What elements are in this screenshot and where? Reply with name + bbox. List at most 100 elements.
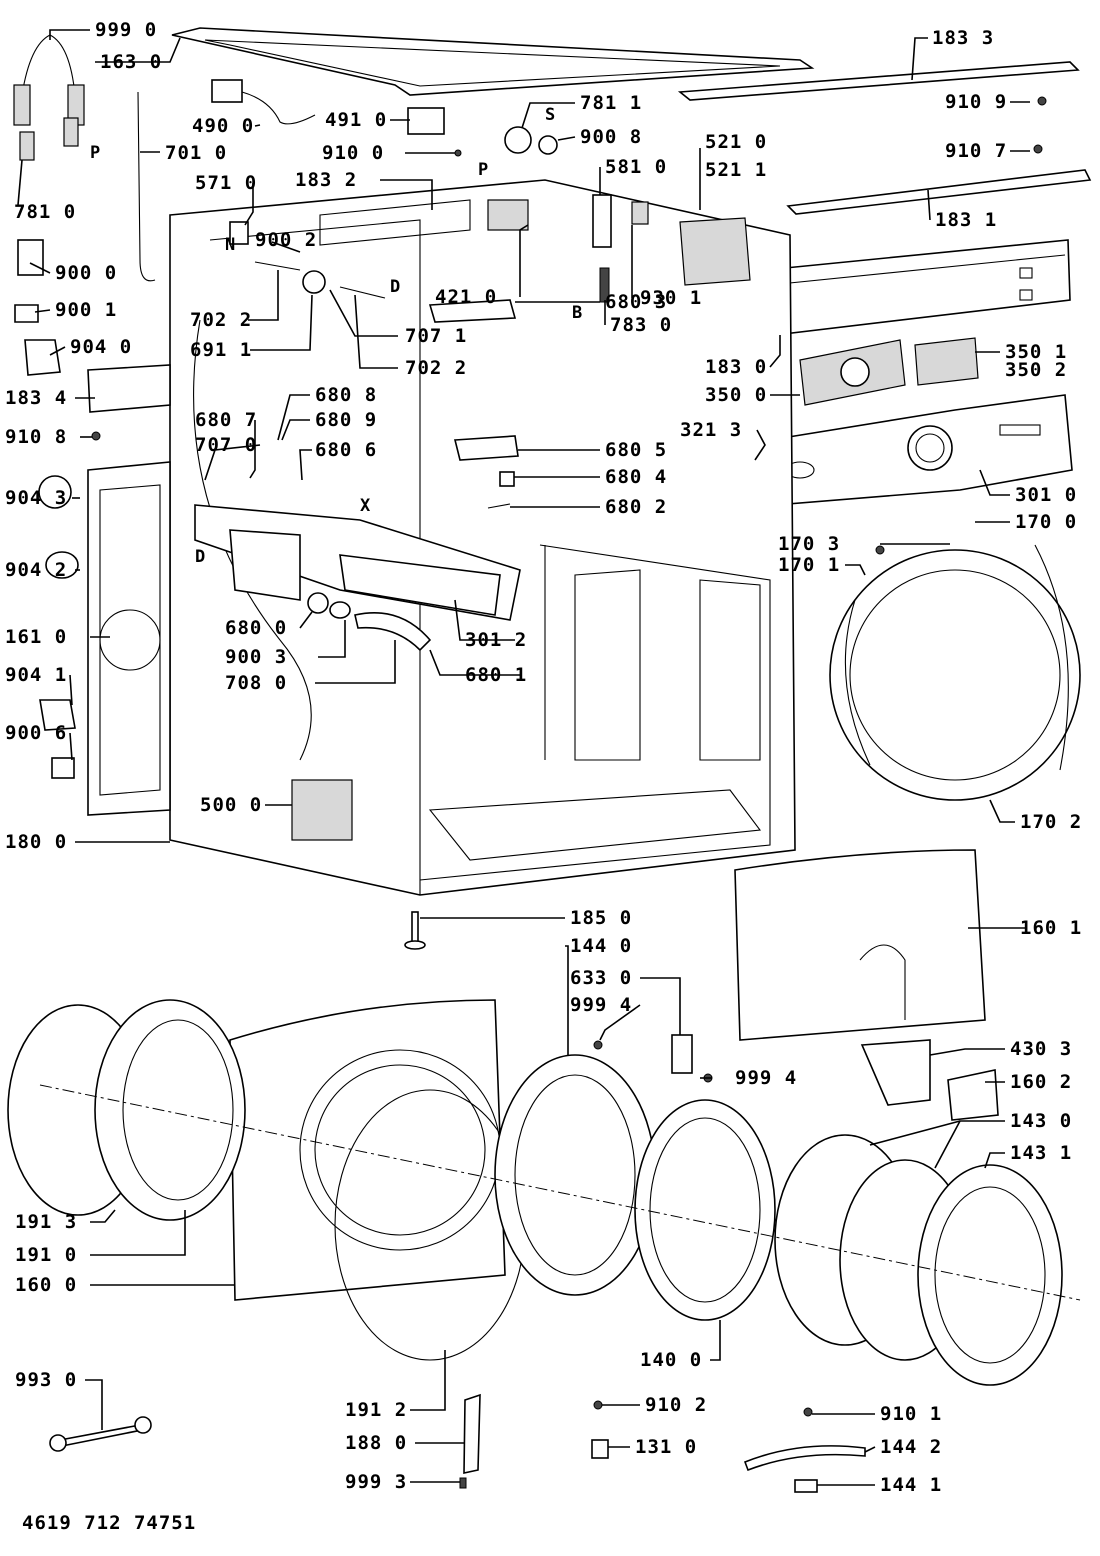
part-581-0 [592, 194, 612, 248]
label-161-0: 161 0 [5, 626, 67, 648]
spring-set [13, 34, 85, 161]
label-781-0: 781 0 [14, 201, 76, 223]
rear-panel [87, 461, 171, 816]
door-ring-assembly [829, 544, 1081, 801]
part-430-3 [860, 1039, 931, 1106]
label-421-0: 421 0 [435, 286, 497, 308]
label-191-2: 191 2 [345, 1399, 407, 1421]
front-panel-lower [734, 849, 986, 1041]
detergent-dispenser [194, 504, 521, 621]
label-144-1: 144 1 [880, 1474, 942, 1496]
label-930-1: 930 1 [640, 287, 702, 309]
label-680-3: 680 3 [605, 291, 667, 313]
label-910-2: 910 2 [645, 1394, 707, 1416]
screw-910-9 [1037, 96, 1047, 106]
part-900-0 [17, 239, 44, 276]
label-180-0: 180 0 [5, 831, 67, 853]
part-781-1 [504, 126, 532, 154]
ring-143-1 [917, 1164, 1063, 1386]
marker-X: X [360, 496, 371, 516]
label-707-1: 707 1 [405, 325, 467, 347]
label-170-0: 170 0 [1015, 511, 1077, 533]
rail-183-1 [786, 169, 1092, 215]
label-910-0: 910 0 [322, 142, 384, 164]
label-707-0: 707 0 [195, 434, 257, 456]
part-930-1 [631, 201, 649, 225]
screw-910-8 [91, 431, 101, 441]
part-904-3 [38, 475, 72, 509]
front-panel [229, 999, 506, 1301]
pipe-707-1 [339, 286, 386, 299]
part-904-0 [24, 339, 61, 376]
label-170-2: 170 2 [1020, 811, 1082, 833]
label-701-0: 701 0 [165, 142, 227, 164]
label-680-0: 680 0 [225, 617, 287, 639]
marker-D-a: D [390, 277, 400, 297]
part-labels: 999 0 163 0 490 0 491 0 781 1 900 8 910 … [5, 19, 1082, 1496]
label-183-3: 183 3 [932, 27, 994, 49]
label-140-0: 140 0 [640, 1349, 702, 1371]
panel-bracket [764, 239, 1071, 336]
top-frame [171, 27, 815, 96]
label-350-1: 350 1 [1005, 341, 1067, 363]
label-680-2: 680 2 [605, 496, 667, 518]
letter-markers: P S P N D B X D [90, 105, 582, 567]
screw-910-7 [1033, 144, 1043, 154]
label-191-0: 191 0 [15, 1244, 77, 1266]
label-993-0: 993 0 [15, 1369, 77, 1391]
part-900-1 [14, 304, 39, 323]
screw-910-0 [454, 149, 462, 157]
label-680-1: 680 1 [465, 664, 527, 686]
label-702-2b: 702 2 [405, 357, 467, 379]
label-185-0: 185 0 [570, 907, 632, 929]
label-904-3: 904 3 [5, 487, 67, 509]
marker-B: B [572, 303, 582, 323]
label-904-1: 904 1 [5, 664, 67, 686]
door [7, 999, 246, 1221]
control-fascia [769, 394, 1073, 506]
door-lock [671, 1034, 693, 1074]
label-491-0: 491 0 [325, 109, 387, 131]
label-170-1: 170 1 [778, 554, 840, 576]
inlet-hose [137, 91, 156, 282]
label-999-0: 999 0 [95, 19, 157, 41]
label-160-0: 160 0 [15, 1274, 77, 1296]
part-drawings [7, 27, 1092, 1493]
wrench [49, 1416, 152, 1452]
label-350-2: 350 2 [1005, 359, 1067, 381]
label-781-1: 781 1 [580, 92, 642, 114]
plug [211, 79, 243, 103]
screw-999-3 [459, 1477, 467, 1489]
label-702-2a: 702 2 [190, 309, 252, 331]
clamp-144-2 [743, 1445, 866, 1472]
label-910-7: 910 7 [945, 140, 1007, 162]
label-999-3: 999 3 [345, 1471, 407, 1493]
label-904-0: 904 0 [70, 336, 132, 358]
marker-N: N [225, 235, 235, 255]
part-680-2 [487, 503, 511, 509]
label-999-4b: 999 4 [735, 1067, 797, 1089]
part-904-1 [39, 699, 76, 731]
part-680-4 [499, 471, 515, 487]
label-170-3: 170 3 [778, 533, 840, 555]
bracket-183-4 [87, 364, 171, 413]
label-900-3: 900 3 [225, 646, 287, 668]
label-143-1: 143 1 [1010, 1142, 1072, 1164]
leader-lines [17, 29, 1030, 1486]
label-680-6: 680 6 [315, 439, 377, 461]
module-500-0 [291, 779, 353, 841]
part-904-2 [45, 551, 79, 579]
label-910-1: 910 1 [880, 1403, 942, 1425]
label-188-0: 188 0 [345, 1432, 407, 1454]
bellows [494, 1054, 656, 1296]
rail-183-3 [677, 61, 1080, 101]
label-301-2: 301 2 [465, 629, 527, 651]
ring-140-0 [634, 1099, 776, 1321]
label-680-8: 680 8 [315, 384, 377, 406]
label-691-1: 691 1 [190, 339, 252, 361]
label-430-3: 430 3 [1010, 1038, 1072, 1060]
label-633-0: 633 0 [570, 967, 632, 989]
label-900-6: 900 6 [5, 722, 67, 744]
hose-708-0 [354, 612, 432, 652]
